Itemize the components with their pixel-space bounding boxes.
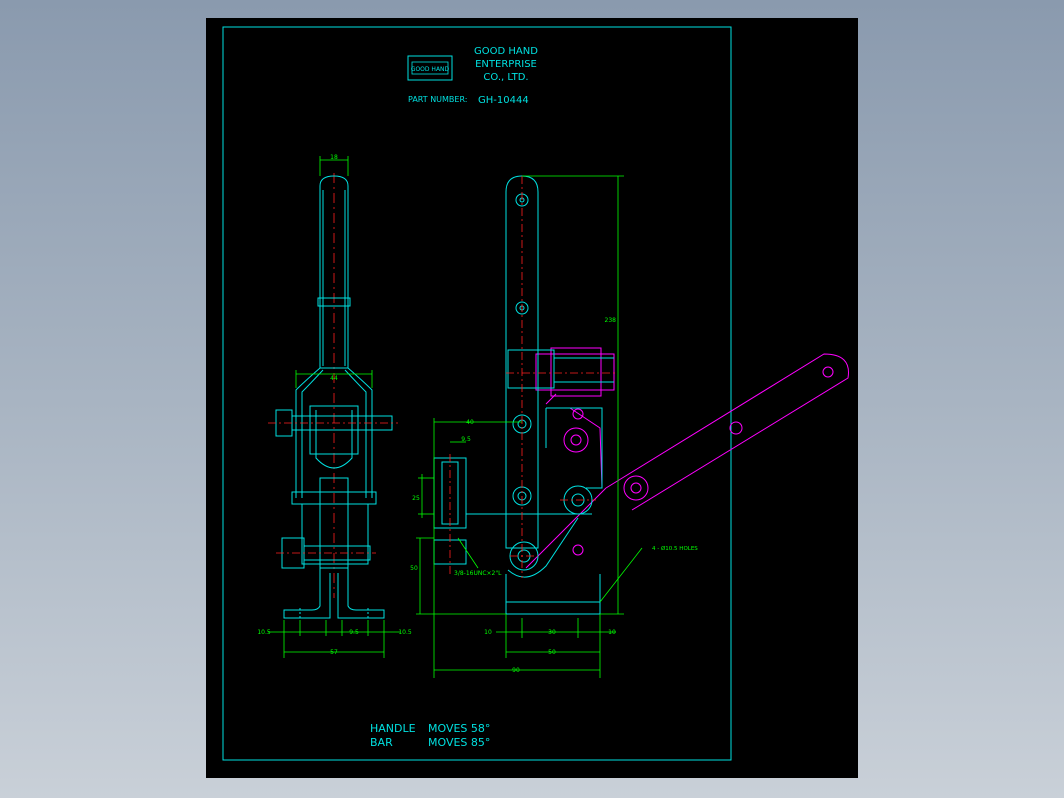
- dim-yoke-width: 44: [330, 375, 338, 382]
- side-view-centerlines: [268, 422, 398, 554]
- dim-bolt-9-5: 9.5: [461, 436, 471, 443]
- dim-base-10-left: 10: [484, 629, 492, 636]
- company-name-line2: ENTERPRISE: [475, 59, 537, 70]
- dim-base-30: 30: [548, 629, 556, 636]
- alt-position-handle: [525, 347, 849, 569]
- logo-text: GOOD HAND: [411, 66, 450, 73]
- part-number: GH-10444: [478, 95, 529, 106]
- drawing-sheet: GOOD HAND GOOD HAND ENTERPRISE CO., LTD.…: [206, 18, 858, 778]
- dim-base-50: 50: [548, 649, 556, 656]
- note-bar-label: BAR: [370, 736, 393, 749]
- dim-offset-40: 40: [466, 419, 474, 426]
- dim-right-10-5: 10.5: [398, 629, 412, 636]
- cad-drawing: GOOD HAND GOOD HAND ENTERPRISE CO., LTD.…: [222, 26, 849, 761]
- note-bar-moves: MOVES 85°: [428, 736, 490, 749]
- dim-top-width: 18: [330, 154, 338, 161]
- dim-base-57: 57: [330, 649, 338, 656]
- dim-overall-90: 90: [512, 667, 520, 674]
- drawing-border: [222, 26, 732, 761]
- company-name-line1: GOOD HAND: [474, 46, 538, 57]
- thread-callout: 3/8-16UNC×2"L: [454, 570, 502, 577]
- part-number-label: PART NUMBER:: [408, 95, 467, 104]
- front-view: [433, 175, 614, 615]
- dim-left-10-5: 10.5: [257, 629, 271, 636]
- dim-height-238: 238: [605, 317, 617, 324]
- front-view-dimensions: [416, 175, 643, 678]
- dim-gap-9-5: 9.5: [349, 629, 359, 636]
- holes-callout: 4 - Ø10.5 HOLES: [652, 545, 698, 552]
- note-handle-moves: MOVES 58°: [428, 722, 490, 735]
- side-view-dimensions: [268, 156, 400, 658]
- side-view: [275, 173, 393, 620]
- dim-height-50: 50: [410, 565, 418, 572]
- note-handle-label: HANDLE: [370, 722, 416, 735]
- company-name-line3: CO., LTD.: [483, 72, 528, 83]
- dim-height-25: 25: [412, 495, 420, 502]
- company-logo: GOOD HAND: [407, 55, 453, 81]
- front-view-centerlines: [449, 176, 618, 578]
- dim-base-10-right: 10: [608, 629, 616, 636]
